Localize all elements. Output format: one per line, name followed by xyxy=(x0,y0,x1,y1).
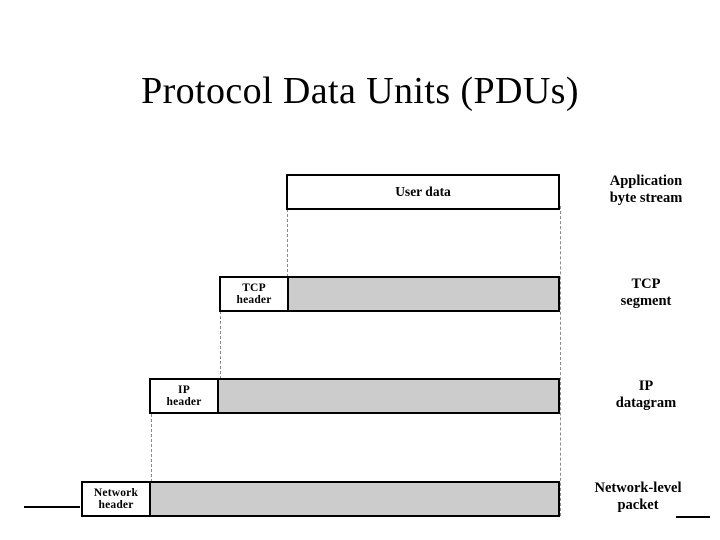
caption-transport-line2: segment xyxy=(620,293,672,309)
dashed-connector-ip-to-network xyxy=(151,414,152,482)
payload-ip xyxy=(219,380,558,412)
caption-link: Network-level packet xyxy=(570,480,706,514)
header-cell-ip: IP header xyxy=(151,380,219,412)
header-cell-network-line2: header xyxy=(98,499,134,511)
right-rule-mark xyxy=(676,516,710,518)
caption-transport: TCP segment xyxy=(578,276,714,310)
caption-link-line2: packet xyxy=(617,497,659,513)
header-cell-ip-line2: header xyxy=(166,396,202,408)
caption-internet-line2: datagram xyxy=(615,395,677,411)
caption-application-line2: byte stream xyxy=(609,190,683,206)
payload-user-data: User data xyxy=(288,176,558,208)
header-cell-tcp: TCP header xyxy=(221,278,289,310)
caption-transport-line1: TCP xyxy=(631,276,661,292)
payload-network xyxy=(151,483,558,515)
header-cell-network: Network header xyxy=(83,483,151,515)
pdu-row-internet: IP header xyxy=(149,378,560,414)
caption-application-line1: Application xyxy=(609,173,683,189)
caption-application: Application byte stream xyxy=(578,173,714,207)
caption-internet: IP datagram xyxy=(578,378,714,412)
pdu-row-application: User data xyxy=(286,174,560,210)
pdu-row-link: Network header xyxy=(81,481,560,517)
left-rule-mark xyxy=(24,506,80,508)
header-cell-tcp-line2: header xyxy=(236,294,272,306)
dashed-connector-tcp-to-ip xyxy=(220,311,221,379)
header-cell-ip-line1: IP xyxy=(178,383,190,396)
dashed-connector-right-edge xyxy=(560,206,561,516)
page-title: Protocol Data Units (PDUs) xyxy=(141,70,579,112)
payload-tcp xyxy=(289,278,558,310)
header-cell-network-line1: Network xyxy=(93,486,139,499)
header-cell-tcp-line1: TCP xyxy=(242,281,266,294)
caption-link-line1: Network-level xyxy=(594,480,682,496)
dashed-connector-app-to-tcp xyxy=(287,209,288,277)
caption-internet-line1: IP xyxy=(638,378,654,394)
pdu-row-transport: TCP header xyxy=(219,276,560,312)
